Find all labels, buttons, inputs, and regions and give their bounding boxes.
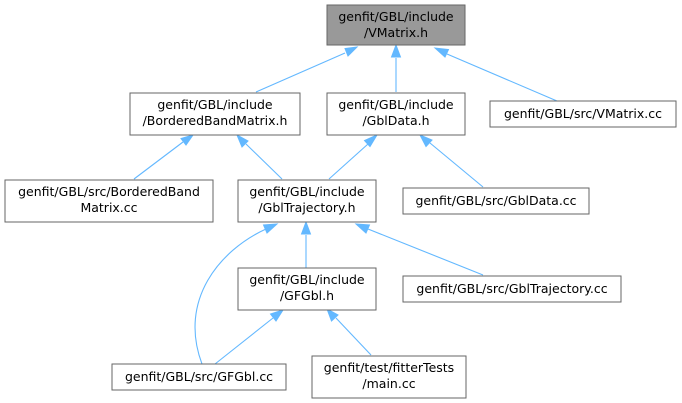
node-label-line1: genfit/GBL/src/GblData.cc xyxy=(415,193,576,208)
node-bordered-band-matrix-cc[interactable]: genfit/GBL/src/BorderedBand Matrix.cc xyxy=(4,179,214,223)
node-gfgbl-cc[interactable]: genfit/GBL/src/GFGbl.cc xyxy=(111,363,287,391)
node-label-line1: genfit/GBL/include xyxy=(338,97,454,112)
node-label-line2: Matrix.cc xyxy=(80,200,137,215)
node-gbltrajectory-h[interactable]: genfit/GBL/include /GblTrajectory.h xyxy=(237,179,377,223)
edge-gfgbl-cc-to-gbltraj-h xyxy=(194,223,279,365)
node-gbldata-cc[interactable]: genfit/GBL/src/GblData.cc xyxy=(402,187,590,215)
node-label-line1: genfit/GBL/include xyxy=(157,97,273,112)
node-label-line1: genfit/GBL/src/BorderedBand xyxy=(18,184,200,199)
node-label-line2: /VMatrix.h xyxy=(364,25,428,40)
edge-gbldata-cc-to-gbldata-h xyxy=(418,134,484,188)
node-gbldata-h[interactable]: genfit/GBL/include /GblData.h xyxy=(326,92,466,136)
node-label-line1: genfit/GBL/src/GFGbl.cc xyxy=(125,369,273,384)
edge-gfgbl-cc-to-gfgbl-h xyxy=(214,309,285,365)
node-label-line1: genfit/GBL/include xyxy=(249,184,365,199)
node-label-line2: /GblData.h xyxy=(362,113,429,128)
edge-gbldata-h-to-vmatrix-h xyxy=(390,43,402,92)
node-label-line2: /GblTrajectory.h xyxy=(258,200,355,215)
node-label-line2: /BorderedBandMatrix.h xyxy=(143,113,288,128)
edge-main-cc-to-gfgbl-h xyxy=(326,307,372,356)
edge-gbltraj-h-to-gbldata-h xyxy=(328,133,379,180)
node-vmatrix-h[interactable]: genfit/GBL/include /VMatrix.h xyxy=(326,4,466,46)
edge-vmatrix-cc-to-vmatrix-h xyxy=(433,47,558,102)
edge-gbltraj-cc-to-gbltraj-h xyxy=(354,223,484,276)
node-label-line1: genfit/GBL/include xyxy=(249,272,365,287)
edge-bordered-h-to-vmatrix-h xyxy=(255,46,359,93)
edge-gbltraj-h-to-bordered-h xyxy=(235,133,283,180)
node-label-line1: genfit/GBL/src/VMatrix.cc xyxy=(504,106,662,121)
node-label-line2: /main.cc xyxy=(362,376,415,391)
edge-gfgbl-h-to-gbltraj-h xyxy=(300,220,312,268)
node-gbltrajectory-cc[interactable]: genfit/GBL/src/GblTrajectory.cc xyxy=(402,275,622,303)
node-label-line1: genfit/GBL/include xyxy=(338,9,454,24)
node-main-cc[interactable]: genfit/test/fitterTests /main.cc xyxy=(311,355,467,399)
node-label-line1: genfit/test/fitterTests xyxy=(324,360,454,375)
node-label-line1: genfit/GBL/src/GblTrajectory.cc xyxy=(416,281,607,296)
node-gfgbl-h[interactable]: genfit/GBL/include /GFGbl.h xyxy=(237,267,377,311)
node-vmatrix-cc[interactable]: genfit/GBL/src/VMatrix.cc xyxy=(489,100,677,128)
edge-bordered-cc-to-bordered-h xyxy=(133,134,195,180)
node-bordered-band-matrix-h[interactable]: genfit/GBL/include /BorderedBandMatrix.h xyxy=(129,92,301,136)
node-label-line2: /GFGbl.h xyxy=(280,288,334,303)
edges xyxy=(133,43,558,365)
